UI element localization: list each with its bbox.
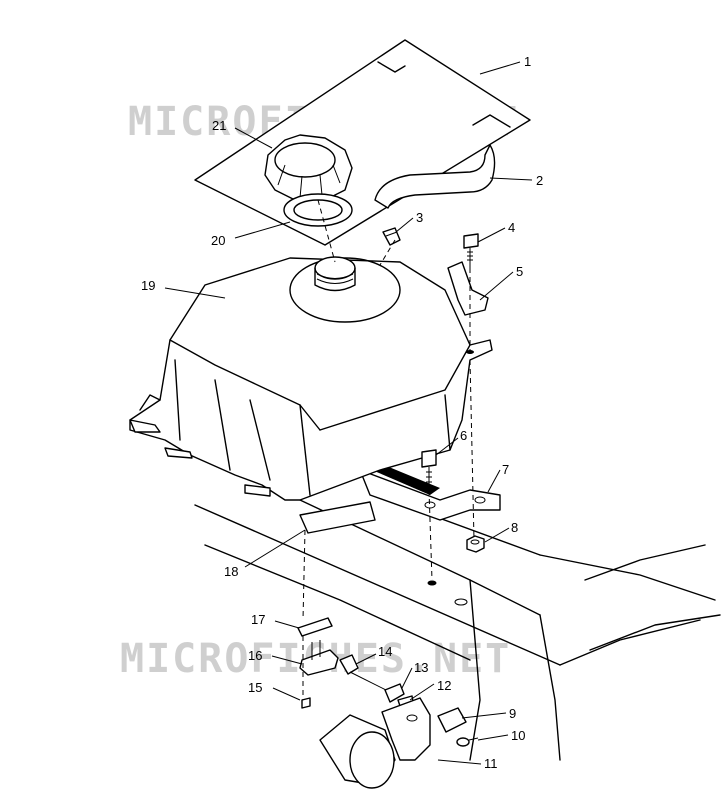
callout-10: 10	[511, 728, 525, 743]
callout-2: 2	[536, 173, 543, 188]
callout-3: 3	[416, 210, 423, 225]
callout-17: 17	[251, 612, 265, 627]
fuel-tank	[129, 256, 493, 501]
callout-18: 18	[224, 564, 238, 579]
air-box-duct	[319, 714, 396, 789]
valve-shaft	[349, 671, 391, 693]
vent-hose	[374, 144, 496, 209]
callout-15: 15	[248, 680, 262, 695]
callout-11: 11	[484, 756, 498, 771]
valve-screw	[301, 697, 311, 709]
mounting-strap	[359, 465, 501, 521]
valve-plate	[297, 617, 333, 637]
tank-gasket	[194, 39, 531, 246]
callout-20: 20	[211, 233, 225, 248]
hose-fitting	[382, 227, 401, 246]
valve-spring	[384, 683, 405, 703]
callout-13: 13	[414, 660, 428, 675]
fuel-cap	[264, 134, 353, 201]
bolt-lower	[421, 449, 437, 490]
valve-body	[299, 649, 339, 676]
callout-4: 4	[508, 220, 515, 235]
rubber-pad	[299, 501, 376, 534]
callout-14: 14	[378, 644, 392, 659]
valve-knob	[339, 654, 359, 675]
callout-labels: 1 2 3 4 5 6 7 8 9 10 11 12 13 14 15 16 1…	[141, 54, 543, 771]
callout-21: 21	[212, 118, 226, 133]
cap-gasket	[283, 193, 353, 227]
hex-nut	[466, 535, 485, 553]
small-screw	[456, 737, 479, 747]
callout-12: 12	[437, 678, 451, 693]
callout-1: 1	[524, 54, 531, 69]
callout-16: 16	[248, 648, 262, 663]
callout-6: 6	[460, 428, 467, 443]
bolt-upper	[463, 233, 479, 268]
valve-mount-bracket	[381, 697, 431, 761]
callout-9: 9	[509, 706, 516, 721]
callout-8: 8	[511, 520, 518, 535]
callout-19: 19	[141, 278, 155, 293]
alignment-lines	[302, 199, 475, 700]
valve-lever	[437, 707, 467, 733]
frame-rails	[194, 499, 721, 761]
callout-7: 7	[502, 462, 509, 477]
tank-bracket	[447, 261, 489, 316]
leader-lines	[164, 61, 533, 765]
callout-5: 5	[516, 264, 523, 279]
